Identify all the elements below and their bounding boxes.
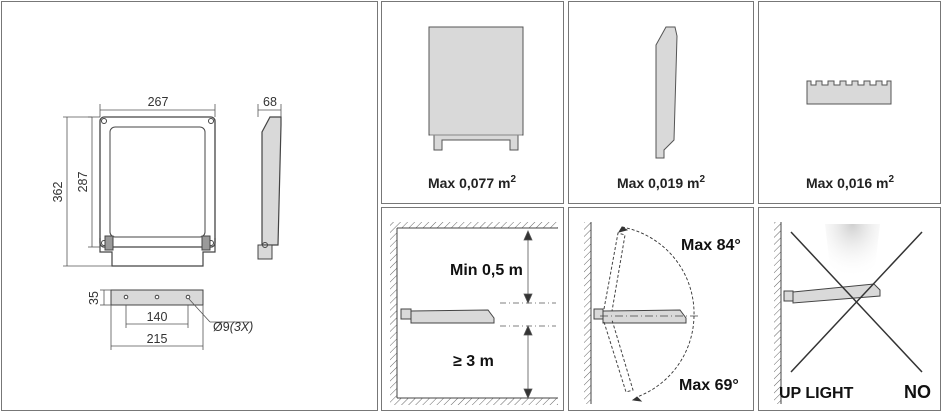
up-light-beam <box>825 224 880 292</box>
screw-icon <box>208 118 214 124</box>
tilt-luminaire-icon <box>593 232 700 393</box>
tilt-up-label: Max 84° <box>681 237 741 254</box>
front-area-shape <box>428 26 524 151</box>
panel-area-side <box>568 1 754 204</box>
clearance-lines <box>500 230 556 399</box>
panel-dimensions <box>1 1 378 411</box>
side-view-drawing <box>257 116 282 260</box>
panel-area-front <box>381 1 564 204</box>
hole-note-label: Ø9(3X) <box>213 320 253 334</box>
top-area-shape <box>806 80 892 105</box>
side-area-label: Max 0,019 m2 <box>617 174 706 191</box>
top-area-label: Max 0,016 m2 <box>806 174 895 191</box>
tilt-down-label: Max 69° <box>679 377 739 394</box>
bracket-width-label: 215 <box>147 332 168 346</box>
panel-area-top <box>758 1 941 204</box>
front-area-label: Max 0,077 m2 <box>428 174 517 191</box>
panel-mount-height <box>381 207 564 411</box>
bracket-view-drawing <box>110 289 204 306</box>
panel-up-light <box>758 207 941 411</box>
panel-tilt <box>568 207 754 411</box>
front-view-drawing <box>99 116 216 267</box>
luminaire-side-icon <box>400 308 495 324</box>
cross-out-icon <box>790 231 923 373</box>
up-light-label: UP LIGHT <box>779 385 854 402</box>
depth-label: 68 <box>263 95 277 109</box>
wall-ceiling-hatch <box>390 222 558 405</box>
width-label: 267 <box>148 95 169 109</box>
tilt-wall-hatch <box>584 222 592 404</box>
bracket-height-label: 35 <box>87 291 101 305</box>
body-height-label: 287 <box>76 172 90 193</box>
dimension-lines <box>63 104 282 350</box>
side-area-shape <box>655 26 678 159</box>
hole-spacing-label: 140 <box>147 310 168 324</box>
up-light-verdict: NO <box>904 382 931 402</box>
min-clearance-label: Min 0,5 m <box>450 262 523 279</box>
tilt-arcs <box>618 226 695 402</box>
total-height-label: 362 <box>51 182 65 203</box>
up-light-wall-hatch <box>774 222 782 404</box>
up-light-luminaire-icon <box>783 283 881 304</box>
dimension-labels: 267 68 362 287 35 140 215 Ø9(3X) <box>51 95 277 346</box>
min-height-label: ≥ 3 m <box>453 353 494 370</box>
screw-icon <box>101 118 107 124</box>
